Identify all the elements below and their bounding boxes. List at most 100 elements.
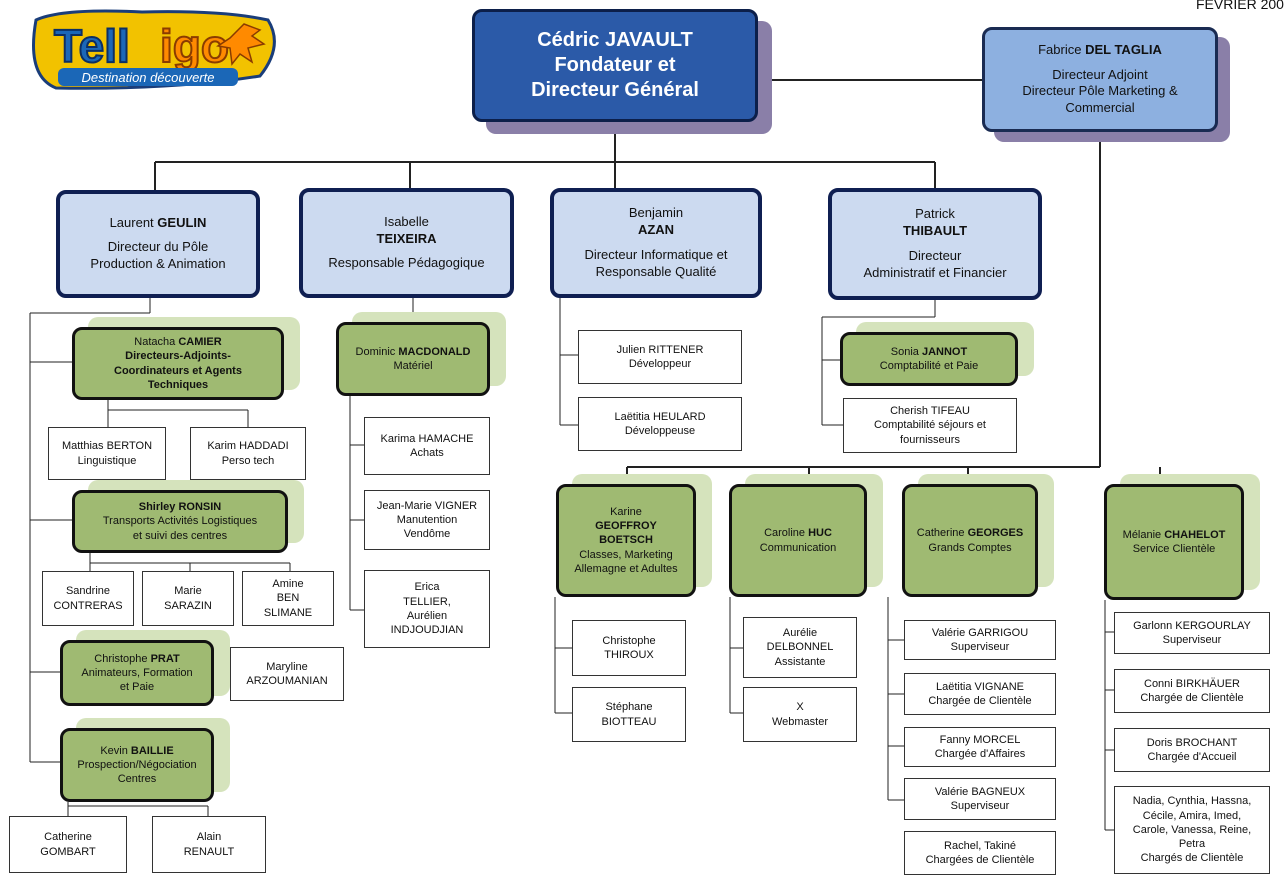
node-text: Chargée de Clientèle — [928, 695, 1032, 707]
node-line: Production & Animation — [90, 256, 225, 273]
node-text: Petra — [1178, 838, 1206, 851]
date-label: FEVRIER 200 — [1196, 0, 1284, 12]
node-line: Laëtitia HEULARD — [614, 410, 705, 424]
telligo-logo: Tell igo Destination découverte — [32, 9, 276, 90]
node-text: Directeur Pôle Marketing & — [1022, 83, 1178, 99]
node-name: CHAHELOT — [1164, 528, 1226, 541]
node-line: THIROUX — [604, 648, 654, 662]
node-name: HUC — [808, 527, 832, 540]
node-text: et Paie — [119, 681, 155, 694]
node-line: GEOFFROY — [595, 519, 657, 533]
node-text: ARZOUMANIAN — [246, 675, 328, 687]
node-name: JANNOT — [921, 345, 968, 358]
node-line: Fabrice DEL TAGLIA — [1038, 42, 1162, 59]
node-line: Animateurs, Formation — [81, 666, 192, 680]
node-text: Nadia, Cynthia, Hassna, — [1132, 795, 1252, 808]
node-line: ARZOUMANIAN — [246, 674, 327, 688]
node-text: Commercial — [1065, 100, 1135, 116]
node-line: Directeurs-Adjoints- — [125, 349, 231, 363]
node-text: Chargée d'Accueil — [1147, 751, 1237, 763]
node-line: Directeur Général — [531, 78, 699, 103]
node-text: Doris BROCHANT — [1146, 736, 1238, 749]
node-text: DELBONNEL — [766, 641, 834, 654]
node-text: Transports Activités Logistiques — [102, 515, 258, 528]
node-line: Techniques — [148, 378, 208, 392]
node-line: Alain — [197, 830, 221, 844]
node-line: Nadia, Cynthia, Hassna, — [1133, 794, 1252, 808]
node-line: Chargées de Clientèle — [926, 853, 1035, 867]
node-text: Cherish TIFEAU — [890, 405, 970, 418]
node-text: Directeur du Pôle — [107, 239, 209, 255]
node-line: Assistante — [775, 655, 826, 669]
node-text: Manutention — [396, 513, 458, 526]
node-line: Responsable Pédagogique — [328, 255, 484, 272]
node-name: MACDONALD — [398, 345, 471, 358]
node-text: Karim HADDADI — [207, 440, 289, 453]
node-text: Administratif et Financier — [863, 264, 1007, 280]
staff-node-brochant: Doris BROCHANT Chargée d'Accueil — [1114, 728, 1270, 772]
node-text: Julien RITTENER — [616, 343, 704, 356]
node-line: Maryline — [266, 660, 308, 674]
node-text: Chargée de Clientèle — [1140, 692, 1244, 704]
node-text: Superviseur — [950, 641, 1010, 653]
node-line: Benjamin — [629, 205, 683, 222]
node-text: Grands Comptes — [928, 541, 1012, 554]
node-line: Fanny MORCEL — [940, 733, 1021, 747]
node-line: Mélanie CHAHELOT — [1123, 528, 1226, 542]
node-text: Service Clientèle — [1132, 543, 1216, 555]
node-text: et suivi des centres — [132, 529, 228, 542]
node-line: Kevin BAILLIE — [100, 744, 173, 758]
node-line: Achats — [410, 446, 444, 460]
node-line: THIBAULT — [903, 223, 967, 240]
node-line: TEIXEIRA — [377, 231, 437, 248]
node-text: Fabrice — [1038, 41, 1086, 57]
node-text: Prospection/Négociation — [77, 758, 197, 771]
node-line: Caroline HUC — [764, 526, 832, 540]
svg-text:Destination découverte: Destination découverte — [82, 70, 215, 85]
node-name: Techniques — [147, 378, 209, 391]
node-line: Sandrine — [66, 584, 110, 598]
node-line: Manutention — [397, 513, 458, 527]
node-line: Cherish TIFEAU — [890, 404, 970, 418]
node-text: RENAULT — [183, 845, 235, 858]
node-text: Fanny MORCEL — [939, 733, 1021, 746]
node-text: Superviseur — [1162, 634, 1222, 646]
node-text: Matériel — [393, 360, 433, 372]
node-text: Centres — [117, 773, 157, 786]
node-text: Isabelle — [384, 213, 429, 229]
node-line: Chargée de Clientèle — [928, 694, 1031, 708]
node-text: X — [796, 701, 804, 714]
node-name: DEL TAGLIA — [1085, 41, 1162, 57]
node-line: Comptabilité séjours et — [874, 418, 986, 432]
node-name: CAMIER — [178, 335, 222, 348]
node-line: INDJOUDJIAN — [391, 623, 464, 637]
node-line: Chargés de Clientèle — [1141, 851, 1244, 865]
node-line: Valérie GARRIGOU — [932, 626, 1028, 640]
node-text: Comptabilité séjours et — [874, 419, 986, 432]
node-name: GEORGES — [967, 527, 1024, 540]
node-line: Doris BROCHANT — [1147, 736, 1237, 750]
node-line: Grands Comptes — [928, 541, 1011, 555]
node-line — [655, 239, 657, 247]
node-text: Dominic — [355, 345, 399, 358]
node-text: Marie — [174, 585, 202, 598]
node-name: AZAN — [637, 222, 675, 238]
node-line: GOMBART — [40, 845, 95, 859]
node-text: Chargées de Clientèle — [925, 854, 1035, 866]
node-text: Allemagne et Adultes — [574, 562, 678, 575]
node-text: Achats — [410, 447, 444, 459]
